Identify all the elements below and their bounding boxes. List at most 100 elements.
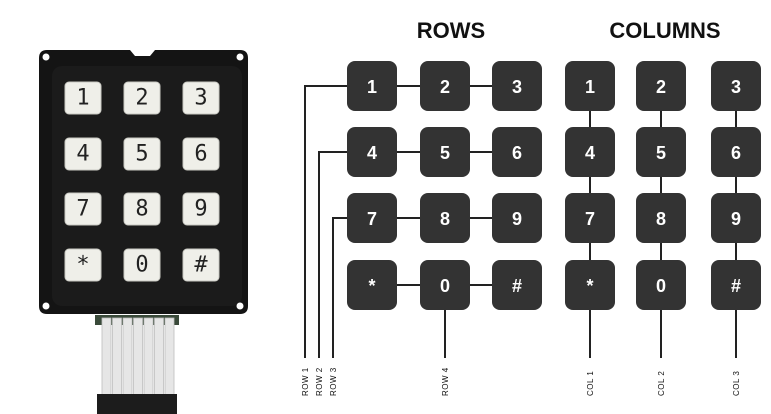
columns-key: *: [565, 260, 615, 310]
rows-key-box: [492, 127, 542, 177]
keypad-key-cap: [64, 248, 102, 282]
rows-key-box: [347, 127, 397, 177]
keypad-key-label: 3: [194, 86, 207, 111]
ribbon-wire: [122, 317, 133, 397]
keypad-key-label: 1: [76, 86, 89, 111]
keypad-key-cap: [182, 81, 220, 115]
keypad-key-label: 7: [76, 197, 89, 222]
keypad-key-label: 9: [194, 197, 207, 222]
keypad-key-cap: [123, 81, 161, 115]
columns-key-box: [565, 127, 615, 177]
row-lead-wire: [304, 85, 347, 358]
keypad-key-cap: [123, 137, 161, 171]
rows-key: 8: [420, 193, 470, 243]
keypad-photo: 1 2 3 4 5 6 7 8 9 * 0 #: [39, 50, 248, 414]
columns-key: 7: [565, 193, 615, 243]
columns-key-box: [711, 127, 761, 177]
columns-key-box: [565, 193, 615, 243]
keypad-key-cap: [64, 81, 102, 115]
columns-key: 2: [636, 61, 686, 111]
columns-title: COLUMNS: [609, 18, 720, 43]
columns-key-label: 7: [585, 209, 595, 229]
rows-key-box: [420, 61, 470, 111]
rows-wiring: [304, 85, 517, 358]
columns-key-box: [711, 61, 761, 111]
columns-key-label: 6: [731, 143, 741, 163]
columns-key-label: 3: [731, 77, 741, 97]
keypad-key-label: 4: [76, 142, 89, 167]
columns-key-label: 4: [585, 143, 595, 163]
columns-key: 6: [711, 127, 761, 177]
column-label: COL 3: [732, 371, 741, 396]
mount-hole: [42, 53, 50, 61]
rows-key-box: [492, 193, 542, 243]
rows-key-label: 3: [512, 77, 522, 97]
columns-key-box: [565, 260, 615, 310]
ribbon-plug: [97, 394, 177, 414]
keypad-key: 7: [64, 192, 102, 226]
rows-key: *: [347, 260, 397, 310]
keypad-key-cap: [182, 192, 220, 226]
keypad-key: #: [182, 248, 220, 282]
columns-key-label: 8: [656, 209, 666, 229]
rows-key-label: 4: [367, 143, 377, 163]
columns-key-label: #: [731, 276, 741, 296]
row-lead-wire: [318, 151, 347, 358]
rows-key-label: 9: [512, 209, 522, 229]
keypad-panel: [52, 66, 242, 306]
columns-key: 8: [636, 193, 686, 243]
columns-key: 1: [565, 61, 615, 111]
ribbon-wire: [143, 317, 154, 397]
columns-key: 3: [711, 61, 761, 111]
rows-key: 2: [420, 61, 470, 111]
keypad-key-cap: [123, 192, 161, 226]
keypad-key: 5: [123, 137, 161, 171]
keypad-key: 8: [123, 192, 161, 226]
rows-key-label: 1: [367, 77, 377, 97]
columns-key-box: [636, 127, 686, 177]
keypad-key-label: 2: [135, 86, 148, 111]
rows-key-label: 8: [440, 209, 450, 229]
column-label: COL 2: [657, 371, 666, 396]
ribbon-wire: [133, 317, 143, 397]
keypad-key: 4: [64, 137, 102, 171]
rows-key-label: *: [368, 276, 375, 296]
keypad-key-label: 0: [135, 253, 148, 278]
keypad-key: 0: [123, 248, 161, 282]
keypad-key: 2: [123, 81, 161, 115]
rows-key: 3: [492, 61, 542, 111]
rows-key: 5: [420, 127, 470, 177]
rows-key: 0: [420, 260, 470, 310]
keypad-key-cap: [182, 137, 220, 171]
columns-key: 4: [565, 127, 615, 177]
columns-key-box: [711, 260, 761, 310]
rows-key-label: 0: [440, 276, 450, 296]
row-label: ROW 2: [315, 367, 324, 396]
keypad-key: *: [64, 248, 102, 282]
row-label: ROW 4: [441, 367, 450, 396]
rows-key: 7: [347, 193, 397, 243]
ribbon-wire: [164, 317, 175, 397]
keypad-key: 3: [182, 81, 220, 115]
rows-key-box: [420, 260, 470, 310]
columns-key-box: [636, 260, 686, 310]
rows-key: 4: [347, 127, 397, 177]
row-label: ROW 3: [329, 367, 338, 396]
columns-key-box: [636, 61, 686, 111]
rows-key-box: [420, 127, 470, 177]
mount-hole: [236, 302, 244, 310]
keypad-key-label: 6: [194, 142, 207, 167]
keypad-key: 6: [182, 137, 220, 171]
columns-key-box: [636, 193, 686, 243]
keypad-key: 9: [182, 192, 220, 226]
ribbon-wire: [154, 317, 164, 397]
rows-key-label: 2: [440, 77, 450, 97]
row-lead-wire: [332, 217, 347, 358]
rows-key-label: #: [512, 276, 522, 296]
columns-key-label: *: [586, 276, 593, 296]
keypad-key-cap: [64, 137, 102, 171]
rows-key: 6: [492, 127, 542, 177]
rows-key-box: [347, 260, 397, 310]
